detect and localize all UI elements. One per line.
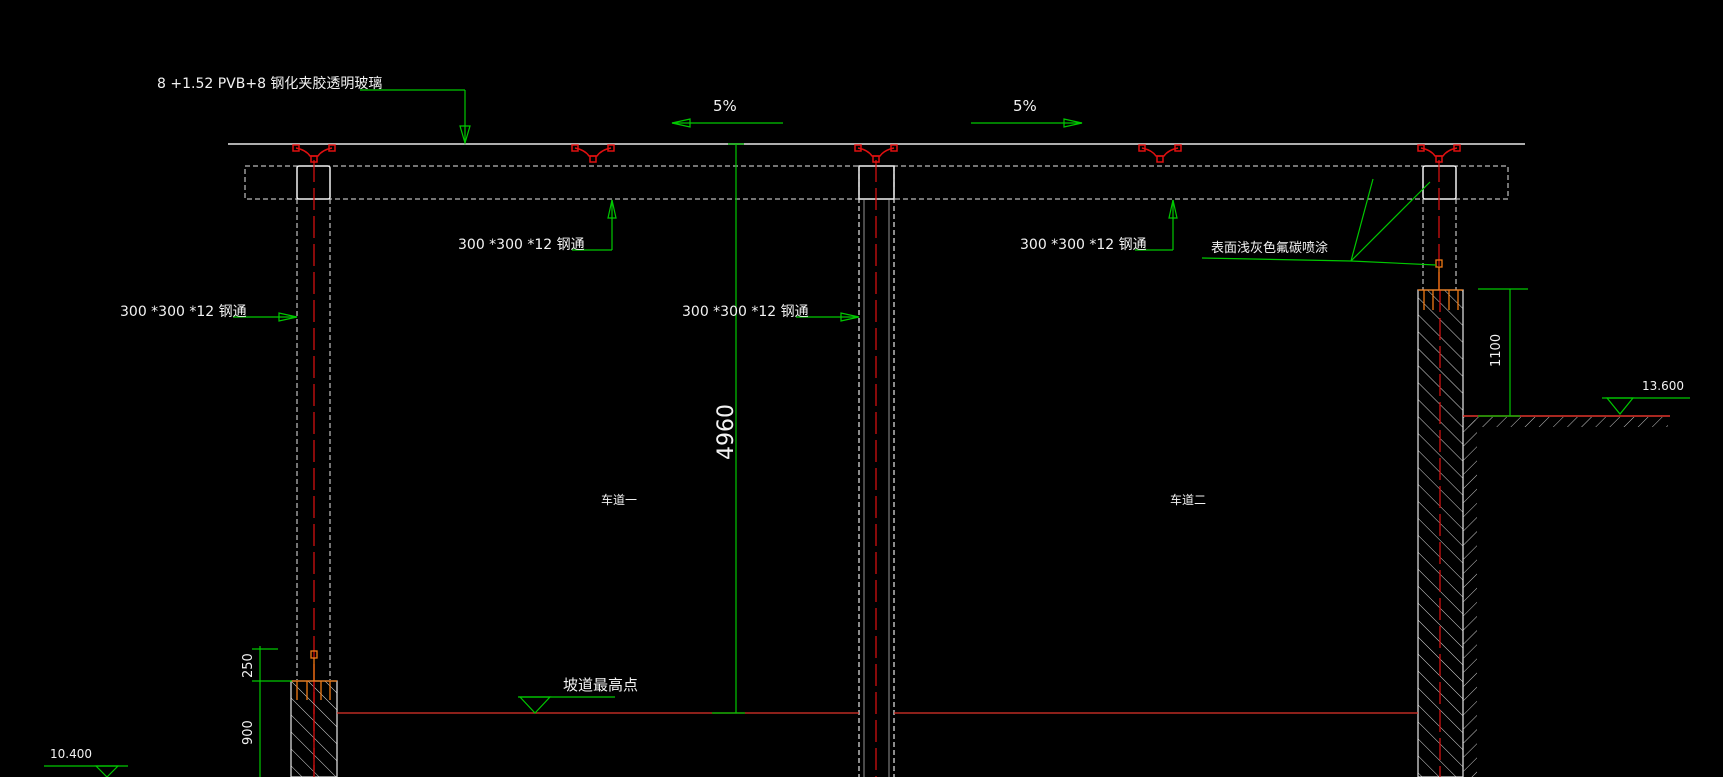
column-right [1422, 160, 1457, 290]
glass-clamp-fixture [1417, 144, 1461, 163]
leader-col-left [233, 312, 298, 322]
leader-col-middle [796, 312, 860, 322]
anchor-plate-left [291, 650, 337, 700]
glass-clamp-fixture [292, 144, 336, 163]
beam-label-left: 300 *300 *12 钢通 [458, 237, 585, 253]
glass-clamp-fixture [854, 144, 898, 163]
slope-arrow-right [971, 118, 1083, 128]
glass-clamp-fixture [1138, 144, 1182, 163]
glass-spec-label: 8 +1.52 PVB+8 钢化夹胶透明玻璃 [157, 75, 382, 92]
dimension-900-label: 900 [241, 720, 256, 745]
leader-surface-note [1201, 178, 1437, 266]
leader-glass-spec [360, 89, 471, 146]
slope-label-left: 5% [713, 97, 737, 115]
elevation-right-label: 13.600 [1642, 379, 1684, 393]
leader-beam-right [1135, 199, 1178, 251]
elevation-left-label: 10.400 [50, 747, 92, 761]
slope-arrow-left [671, 118, 783, 128]
slope-label-right: 5% [1013, 97, 1037, 115]
lane-2-label: 车道二 [1170, 492, 1206, 507]
glass-clamp-fixtures [292, 144, 1461, 163]
lane-1-label: 车道一 [601, 492, 637, 507]
dimension-250-label: 250 [241, 653, 256, 678]
column-label-middle: 300 *300 *12 钢通 [682, 304, 809, 320]
retaining-wall-right [1417, 289, 1477, 777]
dimension-clear-height [712, 143, 745, 714]
right-ground [1463, 415, 1670, 427]
dimension-wall-height [1478, 288, 1528, 417]
surface-note-label: 表面浅灰色氟碳喷涂 [1211, 240, 1328, 256]
column-middle [858, 160, 895, 777]
dimension-1100-label: 1100 [1489, 334, 1504, 367]
ramp-high-point-marker [518, 696, 615, 714]
beam-label-right: 300 *300 *12 钢通 [1020, 237, 1147, 253]
dimension-4960-label: 4960 [714, 404, 739, 460]
leader-beam-left [572, 199, 617, 251]
ramp-high-point-label: 坡道最高点 [563, 676, 638, 694]
glass-clamp-fixture [571, 144, 615, 163]
elevation-marker-left [44, 765, 128, 777]
anchor-plate-right [1418, 259, 1463, 310]
elevation-marker-right [1602, 397, 1690, 415]
column-label-left: 300 *300 *12 钢通 [120, 304, 247, 320]
dimension-left-base [252, 646, 292, 777]
foundation-left [290, 680, 338, 777]
